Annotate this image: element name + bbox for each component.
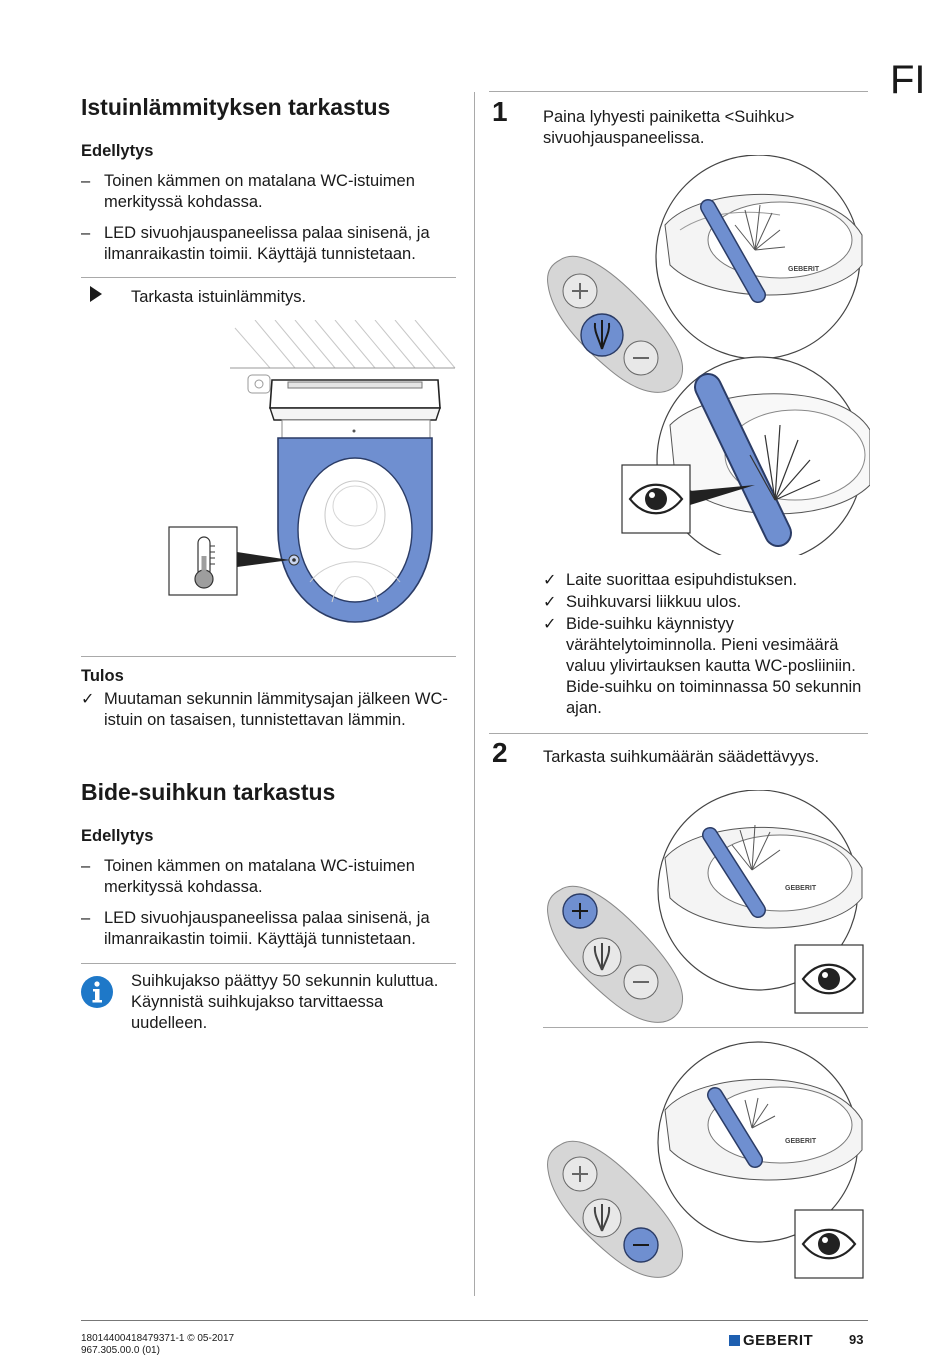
result-heading: Tulos <box>81 667 124 685</box>
step1-line1: Paina lyhyesti painiketta <Suihku> <box>543 108 795 126</box>
divider <box>81 963 456 964</box>
column-separator <box>474 92 475 1296</box>
step1-check3-line1: Bide-suihku käynnistyy <box>566 615 734 633</box>
prereq-item-1b-line2: ilmanraikastin toimii. Käyttäjä tunniste… <box>104 245 416 263</box>
step1-illustration: GEBERIT <box>547 155 870 555</box>
check-icon: ✓ <box>543 572 557 589</box>
prereq-item-2b-line1: LED sivuohjauspaneelissa palaa sinisenä,… <box>104 909 430 927</box>
dash-bullet: – <box>81 857 91 875</box>
step2-text: Tarkasta suihkumäärän säädettävyys. <box>543 748 820 766</box>
check-icon: ✓ <box>543 594 557 611</box>
divider <box>489 91 868 92</box>
document-id-2: 967.305.00.0 (01) <box>81 1345 160 1356</box>
divider <box>81 656 456 657</box>
step1-check3-line2: värähtelytoiminnolla. Pieni vesimäärä <box>566 636 839 654</box>
action-arrow-icon <box>90 286 102 302</box>
prereq-item-1b-line1: LED sivuohjauspaneelissa palaa sinisenä,… <box>104 224 430 242</box>
divider <box>489 733 868 734</box>
prereq-heading-1: Edellytys <box>81 142 154 160</box>
step1-check3-line5: ajan. <box>566 699 602 717</box>
info-line1: Suihkujakso päättyy 50 sekunnin kuluttua… <box>131 972 439 990</box>
dash-bullet: – <box>81 909 91 927</box>
step1-check2: Suihkuvarsi liikkuu ulos. <box>566 593 742 611</box>
divider <box>81 277 456 278</box>
brand-logo: GEBERIT <box>743 1332 814 1349</box>
check-icon: ✓ <box>543 616 557 633</box>
info-line2: Käynnistä suihkujakso tarvittaessa <box>131 993 384 1011</box>
step-number-1: 1 <box>492 96 508 127</box>
prereq-item-2b-line2: ilmanraikastin toimii. Käyttäjä tunniste… <box>104 930 416 948</box>
footer-rule <box>81 1320 868 1321</box>
prereq-item-2a-line1: Toinen kämmen on matalana WC-istuimen <box>104 857 415 875</box>
divider <box>543 1027 868 1028</box>
info-line3: uudelleen. <box>131 1014 208 1032</box>
result-line2: istuin on tasaisen, tunnistettavan lämmi… <box>104 711 406 729</box>
step-number-2: 2 <box>492 737 508 768</box>
section-title-seat-heating: Istuinlämmityksen tarkastus <box>81 94 391 120</box>
dash-bullet: – <box>81 172 91 190</box>
prereq-heading-2: Edellytys <box>81 827 154 845</box>
prereq-item-1a-line2: merkityssä kohdassa. <box>104 193 263 211</box>
svg-text:GEBERIT: GEBERIT <box>788 266 820 273</box>
brand-logo-square-icon <box>729 1335 740 1346</box>
svg-text:GEBERIT: GEBERIT <box>785 1138 817 1145</box>
result-line1: Muutaman sekunnin lämmitysajan jälkeen W… <box>104 690 448 708</box>
page-number: 93 <box>849 1332 864 1347</box>
step2-illustration-plus: GEBERIT <box>547 790 864 1023</box>
seat-heating-illustration <box>168 320 456 623</box>
action-text: Tarkasta istuinlämmitys. <box>131 288 307 306</box>
prereq-item-1a-line1: Toinen kämmen on matalana WC-istuimen <box>104 172 415 190</box>
section-title-bidet: Bide-suihkun tarkastus <box>81 779 336 805</box>
language-code: FI <box>890 58 926 102</box>
prereq-item-2a-line2: merkityssä kohdassa. <box>104 878 263 896</box>
svg-text:GEBERIT: GEBERIT <box>785 885 817 892</box>
step1-check1: Laite suorittaa esipuhdistuksen. <box>566 571 798 589</box>
step2-illustration-minus: GEBERIT <box>547 1041 864 1279</box>
dash-bullet: – <box>81 224 91 242</box>
step1-check3-line4: Bide-suihku on toiminnassa 50 sekunnin <box>566 678 862 696</box>
info-icon <box>81 976 113 1008</box>
step1-line2: sivuohjauspaneelissa. <box>543 129 705 147</box>
check-icon: ✓ <box>81 691 95 708</box>
document-id: 18014400418479371-1 © 05-2017 <box>81 1333 235 1344</box>
step1-check3-line3: valuu ylivirtauksen kautta WC-posliiniin… <box>566 657 856 675</box>
